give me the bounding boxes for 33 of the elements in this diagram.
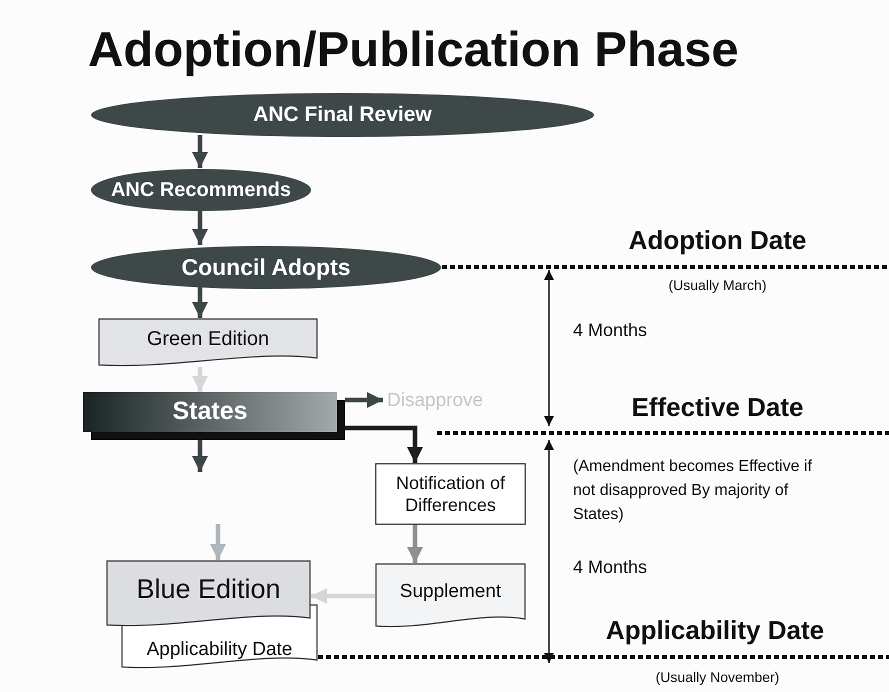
node-text: Council Adopts bbox=[181, 253, 351, 282]
node-text: States bbox=[172, 396, 248, 428]
ellipse-node bbox=[90, 92, 595, 138]
milestone-heading: Adoption Date bbox=[628, 225, 808, 256]
milestone-heading: Effective Date bbox=[630, 392, 804, 424]
ellipse-node bbox=[90, 168, 312, 212]
arrow bbox=[192, 287, 208, 318]
node-text: Blue Edition bbox=[136, 573, 281, 606]
node-text: ANC Recommends bbox=[110, 178, 292, 202]
note-text: (Usually November) bbox=[654, 669, 780, 686]
note-text: (Amendment becomes Effective if not disapproved By majority of States) bbox=[573, 457, 813, 525]
arrow bbox=[311, 588, 375, 604]
outcome-text: Disapprove bbox=[383, 388, 505, 414]
arrow bbox=[345, 426, 423, 463]
arrow bbox=[192, 209, 208, 245]
arrow bbox=[192, 135, 208, 168]
process-box bbox=[83, 392, 345, 440]
process-box bbox=[375, 463, 526, 525]
arrow bbox=[192, 440, 208, 472]
milestone-heading: Applicability Date bbox=[604, 615, 826, 646]
node-text: Notification of Differences bbox=[394, 472, 506, 516]
title: Adoption/Publication Phase bbox=[88, 22, 739, 78]
ellipse-node bbox=[90, 245, 442, 290]
node-text: Applicability Date bbox=[146, 638, 292, 662]
note-text: 4 Months bbox=[573, 557, 648, 579]
node-text: ANC Final Review bbox=[253, 102, 432, 128]
arrow bbox=[210, 524, 226, 560]
note-text: 4 Months bbox=[573, 320, 648, 342]
note-text: (Usually March) bbox=[667, 277, 768, 294]
arrow bbox=[192, 367, 208, 392]
node-text: Supplement bbox=[400, 580, 502, 604]
node-text: Green Edition bbox=[146, 326, 270, 352]
arrow bbox=[345, 392, 383, 408]
